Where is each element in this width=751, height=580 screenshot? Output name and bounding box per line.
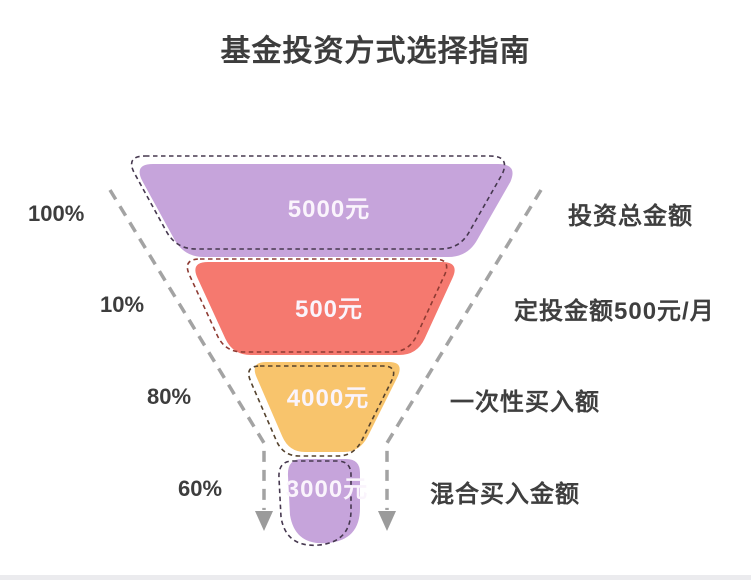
stage-sketch-outline (278, 460, 352, 547)
stage-side-label: 混合买入金额 (430, 481, 580, 508)
stage-side-label: 投资总金额 (568, 203, 693, 230)
percent-label: 100% (28, 201, 85, 226)
chart-title: 基金投资方式选择指南 (220, 35, 531, 68)
funnel-guide-lines (108, 189, 543, 531)
stage-sketch-outline (247, 365, 395, 457)
stage-shape (139, 164, 513, 257)
stage-sketch-outline (186, 258, 448, 353)
stage-value: 500元 (295, 296, 363, 323)
bottom-edge-strip (0, 575, 751, 580)
funnel-stage: 5000元 (130, 155, 513, 257)
stage-value: 3000元 (286, 476, 368, 503)
down-arrow-icon (378, 511, 396, 531)
stage-shape (195, 262, 455, 355)
stage-value: 5000元 (288, 196, 370, 223)
stage-shape (254, 362, 400, 452)
stage-shape (287, 459, 360, 544)
down-arrow-icon (255, 511, 273, 531)
funnel-stage: 4000元 (247, 362, 400, 457)
funnel-stage: 3000元 (278, 459, 368, 547)
percent-label: 80% (147, 384, 192, 409)
funnel-guide-line-right (385, 189, 543, 510)
stage-sketch-outline (130, 155, 506, 250)
stage-value: 4000元 (287, 385, 369, 412)
percent-label: 10% (100, 292, 145, 317)
funnel-guide-line-left (108, 189, 266, 510)
percent-label: 60% (178, 476, 223, 501)
funnel-stage: 500元 (186, 258, 455, 355)
stage-side-label: 一次性买入额 (450, 389, 600, 416)
stage-side-label: 定投金额500元/月 (514, 298, 715, 325)
